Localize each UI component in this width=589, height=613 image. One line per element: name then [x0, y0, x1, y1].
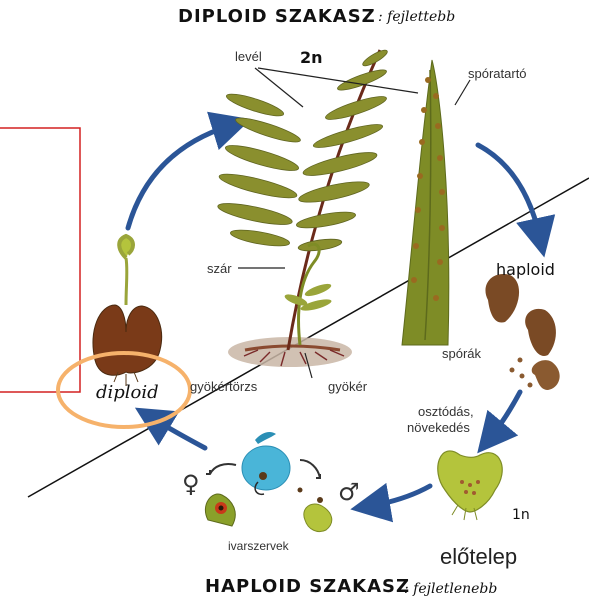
label-haploid: haploid [496, 262, 555, 278]
label-leaf: levél [235, 50, 262, 63]
young-sporophyte [93, 236, 162, 386]
fern-frond [216, 48, 389, 350]
diploid-phase-note: : fejlettebb [378, 10, 455, 24]
arrow-to-prothallium [490, 392, 520, 438]
haploid-phase-title: HAPLOID SZAKASZ [205, 578, 410, 596]
red-annotation-box [0, 128, 80, 392]
label-sporangium: spóratartó [468, 67, 527, 80]
label-division-line2: növekedés [407, 421, 470, 434]
label-root: gyökér [328, 380, 367, 393]
arrow-to-gametangia [370, 486, 430, 506]
label-rhizome: gyökértörzs [190, 380, 257, 393]
arrow-to-sporophyte [128, 125, 232, 228]
prothallium [438, 451, 502, 520]
label-diploid: diploid [96, 384, 159, 402]
female-symbol: ♀ [182, 470, 200, 498]
label-gametangia: ivarszervek [228, 540, 289, 552]
label-division-line1: osztódás, [418, 405, 474, 418]
haploid-phase-note: : fejletlenebb [404, 582, 497, 596]
label-stem: szár [207, 262, 232, 275]
label-prothallium: előtelep [440, 546, 517, 568]
gametangia-illustration [205, 432, 331, 532]
diploid-phase-title: DIPLOID SZAKASZ [178, 8, 376, 26]
spores-illustration [485, 274, 559, 390]
male-symbol: ♂ [338, 478, 360, 506]
sporophyll [402, 60, 449, 345]
label-spores: spórák [442, 347, 481, 360]
label-2n: 2n [300, 50, 323, 66]
label-1n: 1n [512, 508, 530, 522]
cycle-arrows [128, 125, 540, 506]
